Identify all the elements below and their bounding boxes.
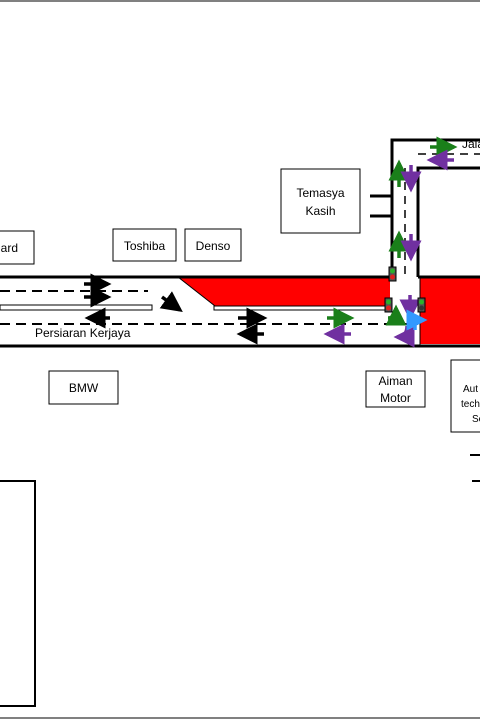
median-west <box>0 304 153 311</box>
svg-text:Aiman: Aiman <box>378 374 412 388</box>
traffic-light-icon <box>384 297 393 313</box>
side-road-east-edge <box>416 166 480 277</box>
building-auto-tech: Aut tech Se <box>450 359 480 433</box>
svg-text:Se: Se <box>472 414 480 425</box>
building-temasya-kasih: Temasya Kasih <box>280 168 361 234</box>
svg-text:BMW: BMW <box>69 381 99 395</box>
building-aiman-motor: Aiman Motor <box>365 370 426 408</box>
svg-text:Aut: Aut <box>463 384 478 395</box>
median-mid <box>213 305 391 311</box>
svg-text:Kasih: Kasih <box>305 204 335 218</box>
svg-text:tech: tech <box>461 399 480 410</box>
building-bmw: BMW <box>48 370 119 405</box>
flow-arrow-cyan <box>406 309 428 331</box>
road-name-top: Jala <box>462 137 480 151</box>
blocked-zone-west <box>178 277 390 306</box>
edge-markers <box>470 454 480 482</box>
svg-text:Toshiba: Toshiba <box>124 239 166 253</box>
traffic-light-icon <box>417 297 426 313</box>
blocked-zone-east <box>420 277 480 344</box>
flow-arrows-green <box>327 136 458 329</box>
taper-line <box>177 276 216 307</box>
svg-text:Motor: Motor <box>380 391 411 405</box>
flow-arrows-black <box>84 273 268 345</box>
svg-text:Denso: Denso <box>196 239 231 253</box>
svg-text:hard: hard <box>0 241 18 255</box>
building-denso: Denso <box>184 228 242 262</box>
traffic-light-icon <box>388 266 397 282</box>
building-toshiba: Toshiba <box>112 228 177 262</box>
building-richard: hard <box>0 230 35 265</box>
road-name-persiaran-kerjaya: Persiaran Kerjaya <box>35 326 131 340</box>
building-large-lot <box>0 480 36 707</box>
svg-text:Temasya: Temasya <box>296 186 344 200</box>
